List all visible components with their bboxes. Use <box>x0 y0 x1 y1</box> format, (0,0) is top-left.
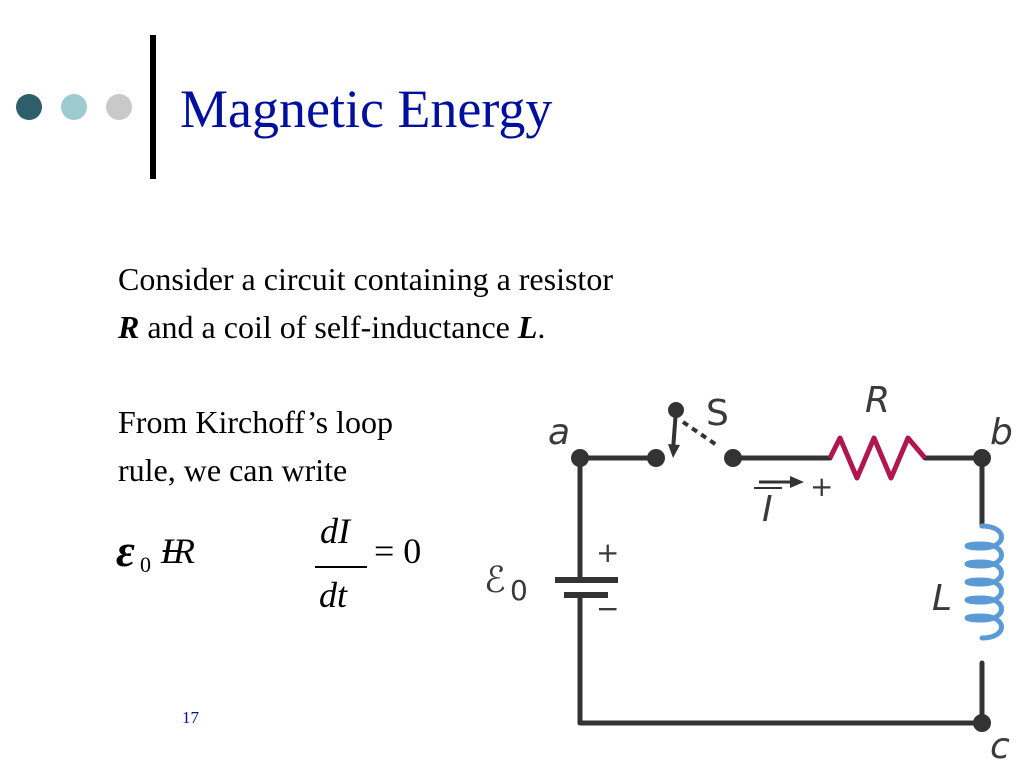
loop-equation: ε 0 − IR − L dI dt = 0 <box>116 510 446 620</box>
intro-line1: Consider a circuit containing a resistor <box>118 261 613 297</box>
intro-mid: and a coil of self-inductance <box>139 309 518 345</box>
fraction-denominator: dt <box>319 575 348 615</box>
kirchoff-paragraph: From Kirchoff’s loop rule, we can write <box>118 398 393 494</box>
fraction-numerator: dI <box>320 511 350 551</box>
minus-sign-2: − <box>161 531 182 571</box>
node-a-label: a <box>548 412 570 453</box>
resistor-zigzag <box>827 435 927 481</box>
node-b-label: b <box>990 412 1013 453</box>
intro-end: . <box>537 309 546 345</box>
ir-term: IR <box>161 531 195 571</box>
dark-teal-dot <box>16 94 42 120</box>
inductor-label: L <box>932 578 952 619</box>
light-teal-dot <box>61 94 87 120</box>
switch-pivot-dot <box>668 402 684 418</box>
current-arrowhead <box>790 476 804 488</box>
l-term: L <box>161 531 182 571</box>
battery-minus-sign: − <box>596 592 619 625</box>
minus-sign: − <box>161 531 182 571</box>
kirchoff-line2: rule, we can write <box>118 452 348 488</box>
current-label: I <box>762 489 773 530</box>
node-a-dot <box>571 449 589 467</box>
slide-title: Magnetic Energy <box>180 79 553 139</box>
inductor-coil <box>964 523 1004 641</box>
page-number: 17 <box>182 708 199 727</box>
switch-left-dot <box>647 449 665 467</box>
switch-label: S <box>706 393 729 434</box>
node-c-label: c <box>990 726 1010 767</box>
emf-symbol: ε <box>116 525 135 576</box>
node-c-dot <box>973 714 991 732</box>
switch-right-dot <box>724 449 742 467</box>
node-b-dot <box>973 449 991 467</box>
resistor-label: R <box>865 380 890 421</box>
kirchoff-line1: From Kirchoff’s loop <box>118 404 393 440</box>
switch-dashed-arm <box>681 420 720 448</box>
equals-zero: = 0 <box>374 531 422 571</box>
emf-subscript: 0 <box>140 552 151 577</box>
rl-circuit-diagram: a b c S R I + L ℰ 0 + − <box>484 380 1013 767</box>
switch-arrowhead <box>668 444 680 458</box>
battery-plus-sign: + <box>596 536 619 569</box>
fraction-bar <box>315 566 367 568</box>
inductance-symbol: L <box>517 309 538 345</box>
title-divider <box>150 35 156 179</box>
gray-dot <box>106 94 132 120</box>
resistor-symbol: R <box>118 309 140 345</box>
current-plus-sign: + <box>810 470 833 503</box>
intro-paragraph: Consider a circuit containing a resistor… <box>118 255 613 351</box>
battery-emf-label: ℰ <box>484 560 506 601</box>
battery-emf-subscript: 0 <box>510 574 528 607</box>
